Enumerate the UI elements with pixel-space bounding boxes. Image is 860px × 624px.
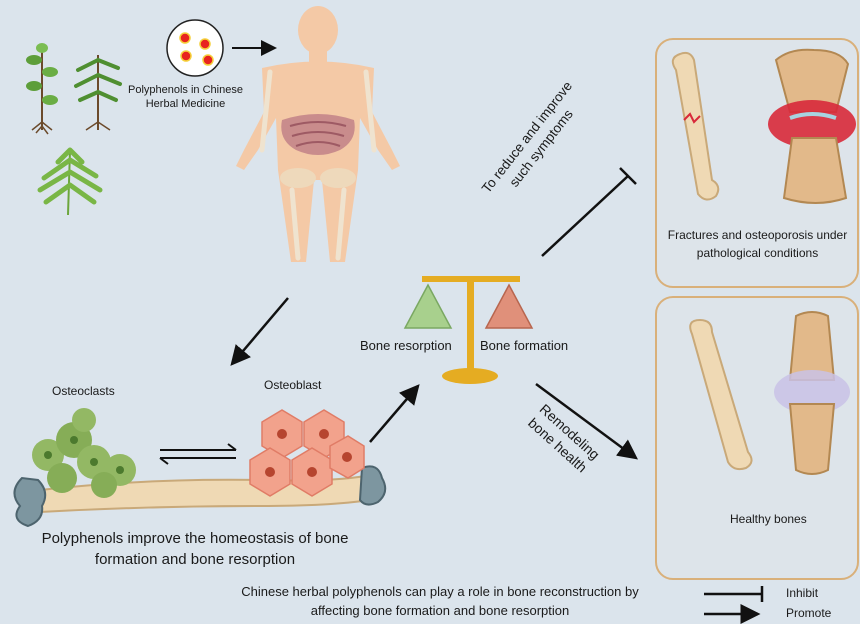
resorption-triangle	[405, 285, 451, 328]
herbal-caption-line1: Polyphenols in Chinese	[128, 84, 243, 96]
bone-resorption-label: Bone resorption	[360, 338, 452, 353]
homeostasis-line2: formation and bone resorption	[95, 551, 295, 568]
osteoclasts-label: Osteoclasts	[52, 384, 115, 398]
footer-caption: Chinese herbal polyphenols can play a ro…	[200, 582, 680, 620]
polyphenol-circle-icon	[167, 20, 223, 76]
inflamed-knee-icon	[768, 50, 856, 203]
fractured-bone-icon	[673, 53, 718, 200]
herbal-caption: Polyphenols in Chinese Herbal Medicine	[128, 83, 243, 111]
pathological-line2: pathological conditions	[697, 246, 818, 260]
herb-plant-1-icon	[26, 43, 58, 134]
formation-triangle	[486, 285, 532, 328]
healthy-bone-icon	[690, 320, 751, 469]
cells-to-balance-arrow	[370, 386, 418, 442]
osteoblast-label: Osteoblast	[264, 378, 321, 392]
herbal-caption-line2: Herbal Medicine	[146, 98, 225, 110]
inhibit-arrow	[542, 176, 628, 256]
balance-scale-icon	[405, 276, 532, 384]
homeostasis-line1: Polyphenols improve the homeostasis of b…	[42, 530, 349, 547]
pathological-line1: Fractures and osteoporosis under	[668, 228, 847, 242]
herb-plant-2-icon	[76, 55, 120, 130]
pathological-caption: Fractures and osteoporosis under patholo…	[660, 226, 855, 262]
healthy-knee-icon	[774, 312, 850, 474]
footer-line2: affecting bone formation and bone resorp…	[311, 603, 570, 618]
human-body-icon	[236, 6, 400, 262]
body-to-cells-arrow	[232, 298, 288, 364]
legend-promote-label: Promote	[786, 606, 831, 620]
equilibrium-arrows-icon	[160, 444, 236, 464]
footer-line1: Chinese herbal polyphenols can play a ro…	[241, 584, 638, 599]
bone-formation-label: Bone formation	[480, 338, 568, 353]
osteoclasts-icon	[32, 408, 136, 498]
fern-icon	[40, 150, 100, 215]
legend-inhibit-label: Inhibit	[786, 586, 818, 600]
homeostasis-caption: Polyphenols improve the homeostasis of b…	[30, 528, 360, 570]
healthy-bones-caption: Healthy bones	[730, 512, 807, 526]
